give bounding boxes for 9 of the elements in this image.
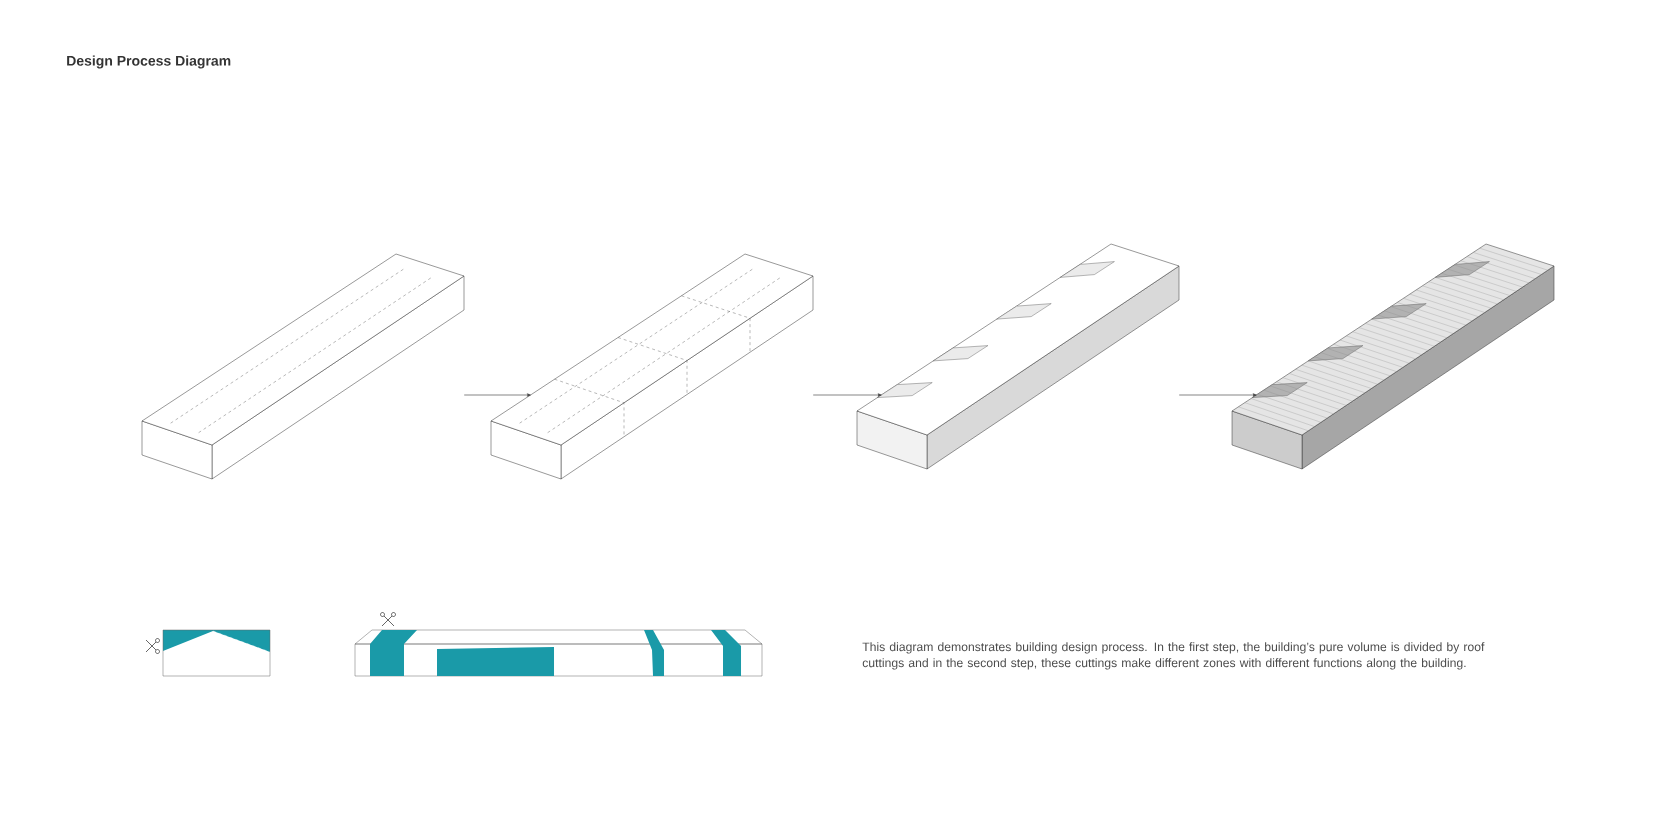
picture: [1231, 243, 1555, 470]
caption: This diagram demonstrates building design process. In the first step, the building’s pure volume is divided by roof cuttings and in the second step, these cuttings make different zones with different functions along the building.: [862, 642, 1485, 670]
picture: [141, 253, 465, 480]
picture: [856, 243, 1180, 470]
picture: [490, 253, 814, 480]
arrow: [463, 393, 531, 397]
arrow: [812, 393, 882, 397]
arrow: [1178, 393, 1257, 397]
title: Design Process Diagram: [67, 55, 231, 69]
